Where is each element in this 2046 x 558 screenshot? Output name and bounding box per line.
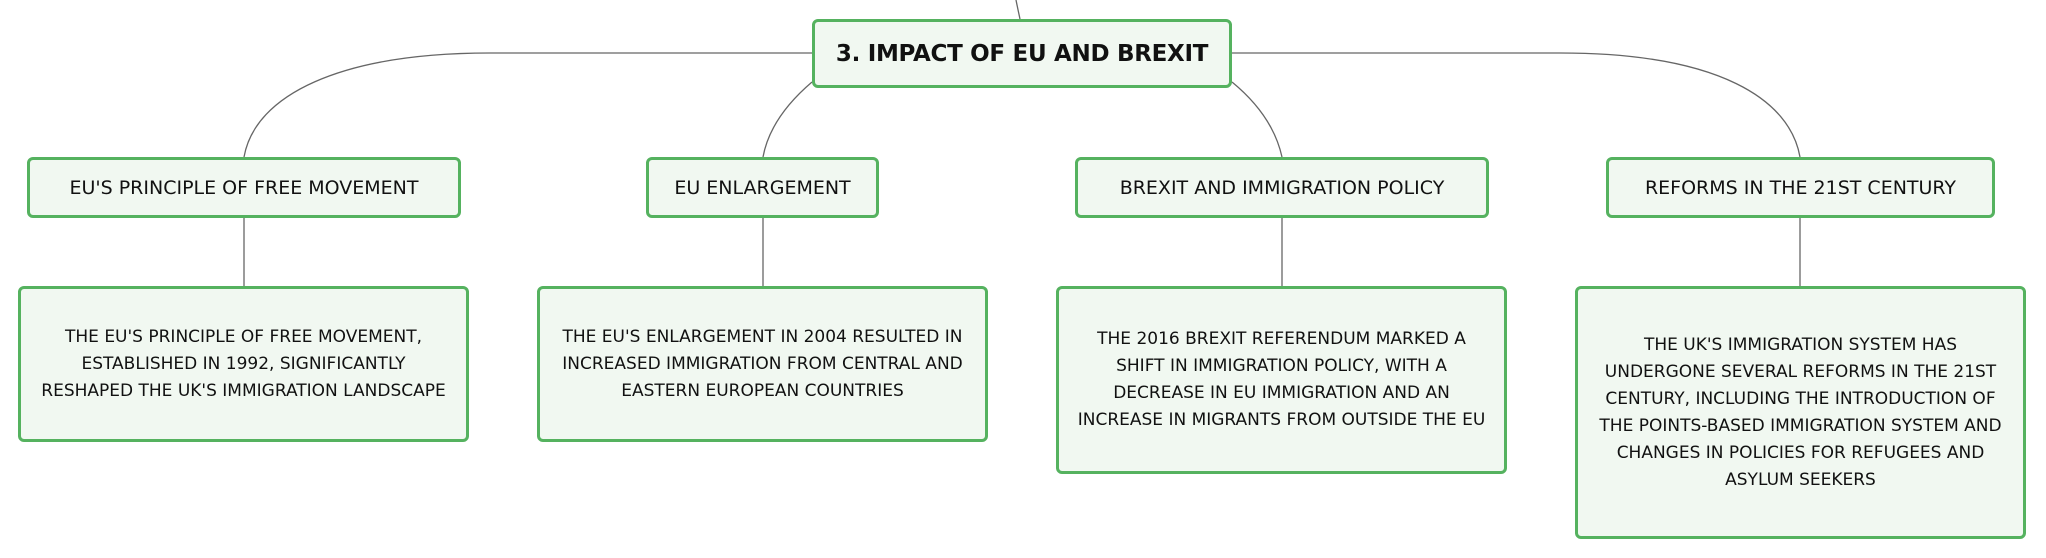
connector-parent <box>1015 0 1021 20</box>
connector-root-topic-2 <box>762 81 813 158</box>
detail-node-21st-century-reforms[interactable]: THE UK'S IMMIGRATION SYSTEM HAS UNDERGON… <box>1575 286 2026 539</box>
topic-label: EU'S PRINCIPLE OF FREE MOVEMENT <box>69 176 419 199</box>
topic-node-21st-century-reforms[interactable]: REFORMS IN THE 21ST CENTURY <box>1606 157 1995 218</box>
detail-node-brexit-policy[interactable]: THE 2016 BREXIT REFERENDUM MARKED A SHIF… <box>1056 286 1507 474</box>
detail-text: THE EU'S ENLARGEMENT IN 2004 RESULTED IN… <box>562 326 963 401</box>
detail-text: THE 2016 BREXIT REFERENDUM MARKED A SHIF… <box>1077 329 1486 430</box>
detail-text: THE UK'S IMMIGRATION SYSTEM HAS UNDERGON… <box>1599 334 2002 490</box>
detail-node-free-movement[interactable]: THE EU'S PRINCIPLE OF FREE MOVEMENT, EST… <box>18 286 469 442</box>
topic-node-brexit-policy[interactable]: BREXIT AND IMMIGRATION POLICY <box>1075 157 1489 218</box>
connector-root-topic-1 <box>243 52 812 158</box>
detail-text: THE EU'S PRINCIPLE OF FREE MOVEMENT, EST… <box>41 326 446 401</box>
root-node[interactable]: 3. IMPACT OF EU AND BREXIT <box>812 19 1232 88</box>
topic-node-free-movement[interactable]: EU'S PRINCIPLE OF FREE MOVEMENT <box>27 157 461 218</box>
topic-label: REFORMS IN THE 21ST CENTURY <box>1644 176 1957 199</box>
topic-label: EU ENLARGEMENT <box>674 176 851 199</box>
connector-root-topic-4 <box>1232 52 1801 158</box>
detail-node-eu-enlargement[interactable]: THE EU'S ENLARGEMENT IN 2004 RESULTED IN… <box>537 286 988 442</box>
topic-node-eu-enlargement[interactable]: EU ENLARGEMENT <box>646 157 879 218</box>
root-label: 3. IMPACT OF EU AND BREXIT <box>835 40 1209 67</box>
topic-label: BREXIT AND IMMIGRATION POLICY <box>1119 176 1445 199</box>
connector-root-topic-3 <box>1231 81 1283 158</box>
